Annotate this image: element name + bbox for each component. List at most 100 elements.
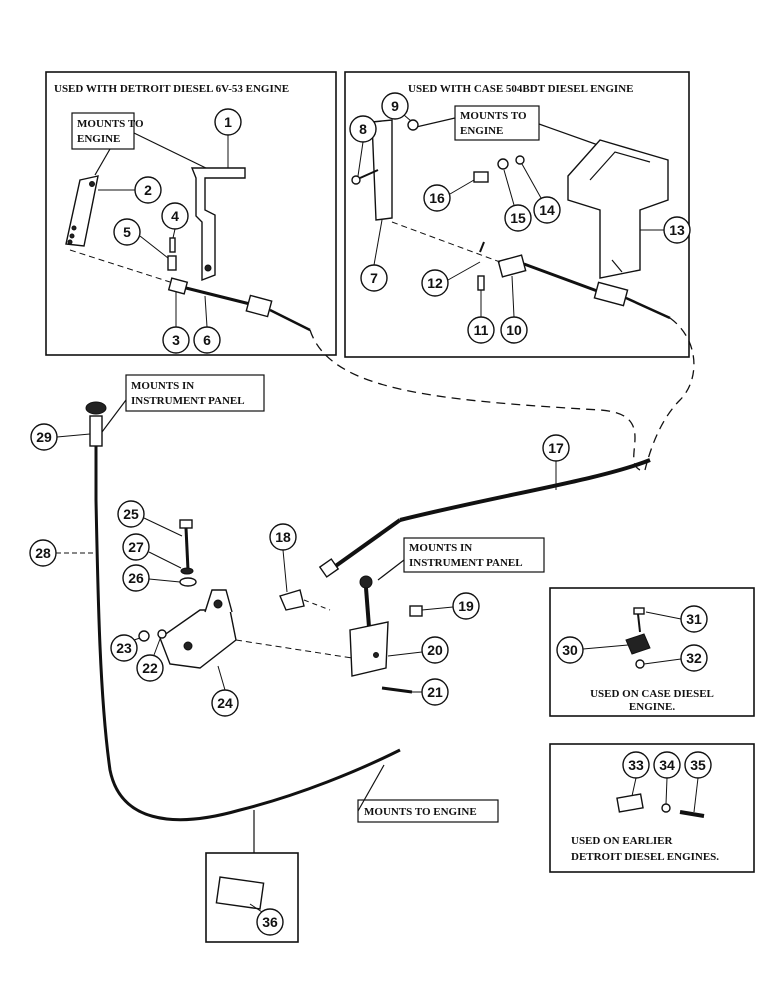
callout-12: 12 [421, 261, 481, 297]
earlier-detroit-frame [549, 743, 755, 873]
callout-15: 15 [503, 169, 532, 232]
callout-13: 13 [640, 216, 691, 244]
callout-21: 21 [412, 678, 449, 706]
note-mounts-to-engine-right: MOUNTS TO ENGINE [411, 105, 599, 146]
case-clamp-caption-1: USED ON CASE DIESEL [590, 688, 714, 700]
svg-text:17: 17 [548, 440, 564, 456]
callout-24: 24 [211, 665, 239, 717]
svg-text:16: 16 [429, 190, 445, 206]
svg-text:32: 32 [686, 650, 702, 666]
svg-text:MOUNTS IN: MOUNTS IN [131, 380, 194, 392]
note-mounts-to-engine-left: MOUNTS TO ENGINE [71, 112, 211, 176]
callout-36: 36 [249, 903, 284, 936]
case-bolt-part-8 [351, 169, 379, 185]
callout-7: 7 [360, 219, 388, 292]
svg-text:15: 15 [510, 210, 526, 226]
svg-text:ENGINE: ENGINE [77, 133, 120, 145]
callout-25: 25 [117, 500, 183, 537]
svg-text:3: 3 [172, 332, 180, 348]
callout-27: 27 [122, 533, 182, 569]
callout-4: 4 [161, 202, 189, 239]
svg-text:27: 27 [128, 539, 144, 555]
callout-10: 10 [500, 275, 528, 344]
detroit-cable-end-parts-3-6 [167, 277, 311, 332]
svg-text:9: 9 [391, 98, 399, 114]
svg-text:31: 31 [686, 611, 702, 627]
svg-text:4: 4 [171, 208, 179, 224]
svg-text:21: 21 [427, 684, 443, 700]
case-assembly-line [391, 221, 501, 263]
earlier-caption-1: USED ON EARLIER [571, 835, 674, 847]
control-cable-part-28 [94, 499, 401, 822]
detroit-clip-parts-4-5 [167, 237, 177, 271]
spacer-assembly-parts-33-35 [616, 793, 705, 818]
svg-text:2: 2 [144, 182, 152, 198]
svg-text:1: 1 [224, 114, 232, 130]
svg-text:18: 18 [275, 529, 291, 545]
panel-knob-part-29 [85, 401, 107, 500]
note-mounts-to-engine-bottom: MOUNTS TO ENGINE [357, 764, 499, 823]
note-mounts-in-panel-right: MOUNTS IN INSTRUMENT PANEL [377, 537, 545, 581]
throttle-cable-part-17 [399, 458, 651, 522]
case-engine-frame [344, 71, 690, 358]
svg-text:36: 36 [262, 914, 278, 930]
callout-2: 2 [98, 176, 162, 204]
svg-text:30: 30 [562, 642, 578, 658]
callout-18: 18 [269, 523, 297, 593]
svg-text:MOUNTS IN: MOUNTS IN [409, 542, 472, 554]
svg-text:13: 13 [669, 222, 685, 238]
callout-34: 34 [653, 751, 681, 805]
svg-text:12: 12 [427, 275, 443, 291]
svg-text:7: 7 [370, 270, 378, 286]
note-mounts-in-panel-left: MOUNTS IN INSTRUMENT PANEL [101, 374, 265, 433]
callout-6: 6 [193, 295, 221, 354]
case-hardware-parts-14-16 [473, 155, 525, 183]
svg-text:INSTRUMENT PANEL: INSTRUMENT PANEL [131, 395, 245, 407]
svg-text:22: 22 [142, 660, 158, 676]
pad-frame [205, 852, 299, 943]
svg-text:14: 14 [539, 202, 555, 218]
callout-32: 32 [643, 644, 708, 672]
svg-text:28: 28 [35, 545, 51, 561]
fastener-parts-21-27 [138, 519, 423, 694]
detroit-bracket-part-1 [190, 167, 246, 282]
detroit-assembly-line [69, 249, 171, 283]
svg-text:10: 10 [506, 322, 522, 338]
callout-8: 8 [349, 115, 377, 177]
mounting-bracket-part-24 [159, 589, 237, 669]
callout-11: 11 [467, 290, 495, 344]
callout-31: 31 [645, 605, 708, 633]
callout-16: 16 [423, 179, 475, 212]
svg-text:24: 24 [217, 695, 233, 711]
svg-text:MOUNTS TO: MOUNTS TO [77, 118, 144, 130]
callout-3: 3 [162, 292, 190, 354]
case-cable-route [644, 317, 695, 471]
svg-text:34: 34 [659, 757, 675, 773]
callout-26: 26 [122, 564, 181, 592]
case-clamp-caption-2: ENGINE. [629, 701, 675, 713]
case-nut-part-9 [407, 119, 419, 131]
earlier-caption-2: DETROIT DIESEL ENGINES. [571, 851, 719, 863]
callout-30: 30 [556, 636, 629, 664]
callout-17: 17 [542, 434, 570, 490]
svg-text:20: 20 [427, 642, 443, 658]
svg-text:29: 29 [36, 429, 52, 445]
callout-22: 22 [136, 638, 164, 682]
cable-end-fitting [328, 518, 402, 572]
pad-part-36 [215, 876, 265, 910]
callout-9: 9 [381, 92, 412, 122]
detroit-frame-title: USED WITH DETROIT DIESEL 6V-53 ENGINE [54, 83, 289, 95]
callout-29: 29 [30, 423, 91, 451]
svg-text:8: 8 [359, 121, 367, 137]
callout-5: 5 [113, 218, 169, 259]
svg-text:5: 5 [123, 224, 131, 240]
svg-text:INSTRUMENT PANEL: INSTRUMENT PANEL [409, 557, 523, 569]
case-frame-title: USED WITH CASE 504BDT DIESEL ENGINE [408, 83, 633, 95]
callout-33: 33 [622, 751, 650, 797]
detroit-lever-part-2 [65, 175, 99, 247]
callout-23: 23 [110, 634, 141, 662]
callout-28: 28 [29, 539, 94, 567]
case-bracket-part-13 [567, 139, 669, 279]
svg-text:19: 19 [458, 598, 474, 614]
detroit-engine-frame [45, 71, 337, 356]
